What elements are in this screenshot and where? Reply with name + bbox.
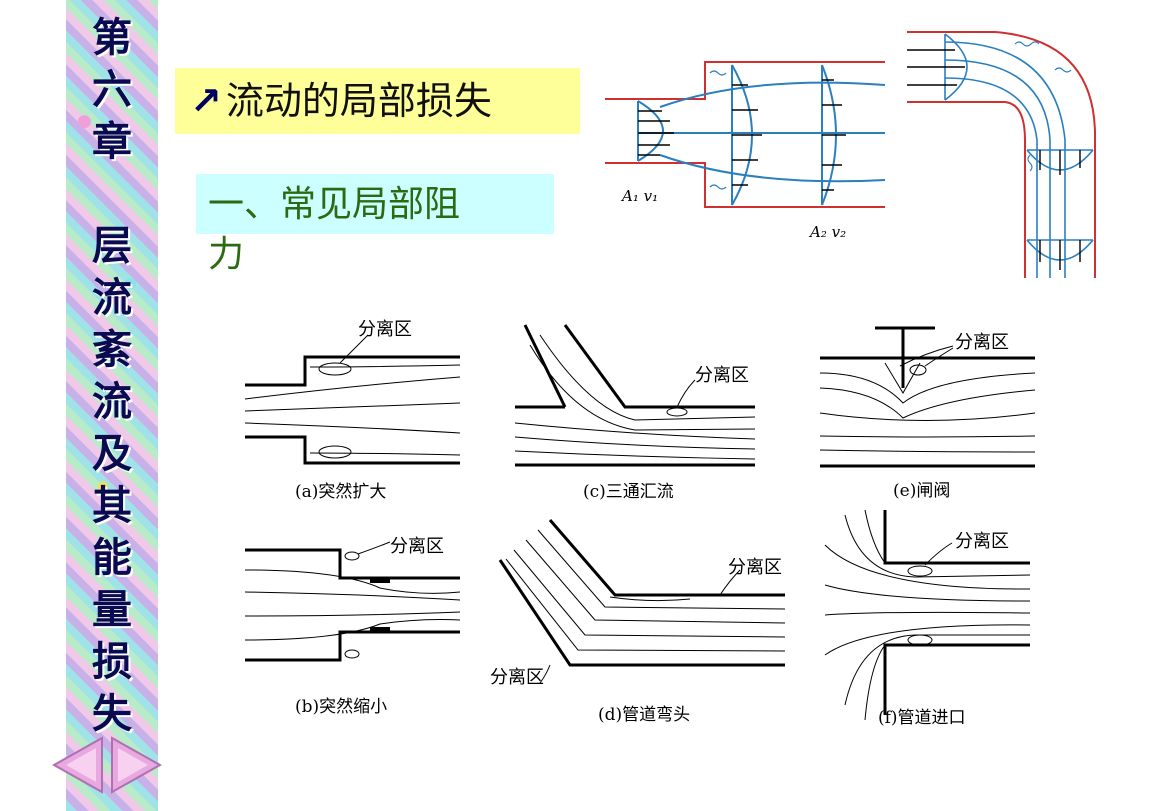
slide-navigation <box>52 736 162 794</box>
subtitle-line: 一、常见局部阻 <box>208 184 461 225</box>
figure-c-tee-junction: 分离区 (c)三通汇流 <box>514 324 756 502</box>
chapter-char: 章 <box>92 118 132 165</box>
title-char: 流 <box>92 378 132 425</box>
figure-e-gate-valve: 分离区 (e)闸阀 <box>819 326 1036 501</box>
caption-e: (e)闸阀 <box>893 481 950 501</box>
caption-d: (d)管道弯头 <box>598 705 690 725</box>
separation-label: 分离区 <box>955 332 1009 353</box>
title-char: 层 <box>92 222 132 269</box>
figure-a-sudden-expansion: 分离区 (a)突然扩大 <box>244 319 461 502</box>
expansion-label-right: A₂ v₂ <box>808 223 846 241</box>
figure-f-pipe-entrance: 分离区 (f)管道进口 <box>824 509 1031 728</box>
subtitle-background <box>196 174 554 234</box>
caption-c: (c)三通汇流 <box>583 482 674 502</box>
expansion-label-left: A₁ v₁ <box>620 187 658 205</box>
triangle-right-icon[interactable] <box>111 736 162 794</box>
chapter-char: 六 <box>92 66 132 113</box>
chapter-sidebar: 第 六 章 层 流 紊 流 及 其 能 量 损 失 <box>66 0 158 811</box>
figure-d-elbow: 分离区 分离区 (d)管道弯头 <box>490 519 786 725</box>
title-char: 紊 <box>92 326 132 373</box>
title-char: 及 <box>92 430 132 477</box>
caption-a: (a)突然扩大 <box>295 482 386 502</box>
title-char: 能 <box>92 534 132 581</box>
title-char: 其 <box>92 482 132 529</box>
slide-title-text: 流动的局部损失 <box>225 79 492 123</box>
slide-title: ↗流动的局部损失 <box>190 70 492 132</box>
elbow-profile-diagram <box>907 31 1097 278</box>
chapter-char: 第 <box>92 14 132 61</box>
title-char: 量 <box>92 586 132 633</box>
title-background <box>175 68 580 134</box>
separation-label: 分离区 <box>955 531 1009 552</box>
separation-label: 分离区 <box>390 536 444 557</box>
caption-b: (b)突然缩小 <box>295 697 387 717</box>
triangle-left-icon[interactable] <box>52 736 103 794</box>
title-char: 损 <box>92 638 132 685</box>
slide-subtitle: 一、常见局部阻 力 <box>208 180 548 280</box>
title-char: 流 <box>92 274 132 321</box>
arrow-icon: ↗ <box>190 79 222 123</box>
chapter-title: 第 六 章 层 流 紊 流 及 其 能 量 损 失 <box>66 12 158 740</box>
figure-b-sudden-contraction: 分离区 (b)突然缩小 <box>244 536 461 717</box>
caption-f: (f)管道进口 <box>878 708 966 728</box>
separation-label: 分离区 <box>728 557 782 578</box>
expansion-profile-diagram: A₁ v₁ A₂ v₂ <box>605 61 886 241</box>
separation-label: 分离区 <box>695 365 749 386</box>
title-char: 失 <box>92 690 132 737</box>
subtitle-line: 力 <box>208 234 245 275</box>
separation-label: 分离区 <box>490 667 544 688</box>
separation-label: 分离区 <box>358 319 412 340</box>
